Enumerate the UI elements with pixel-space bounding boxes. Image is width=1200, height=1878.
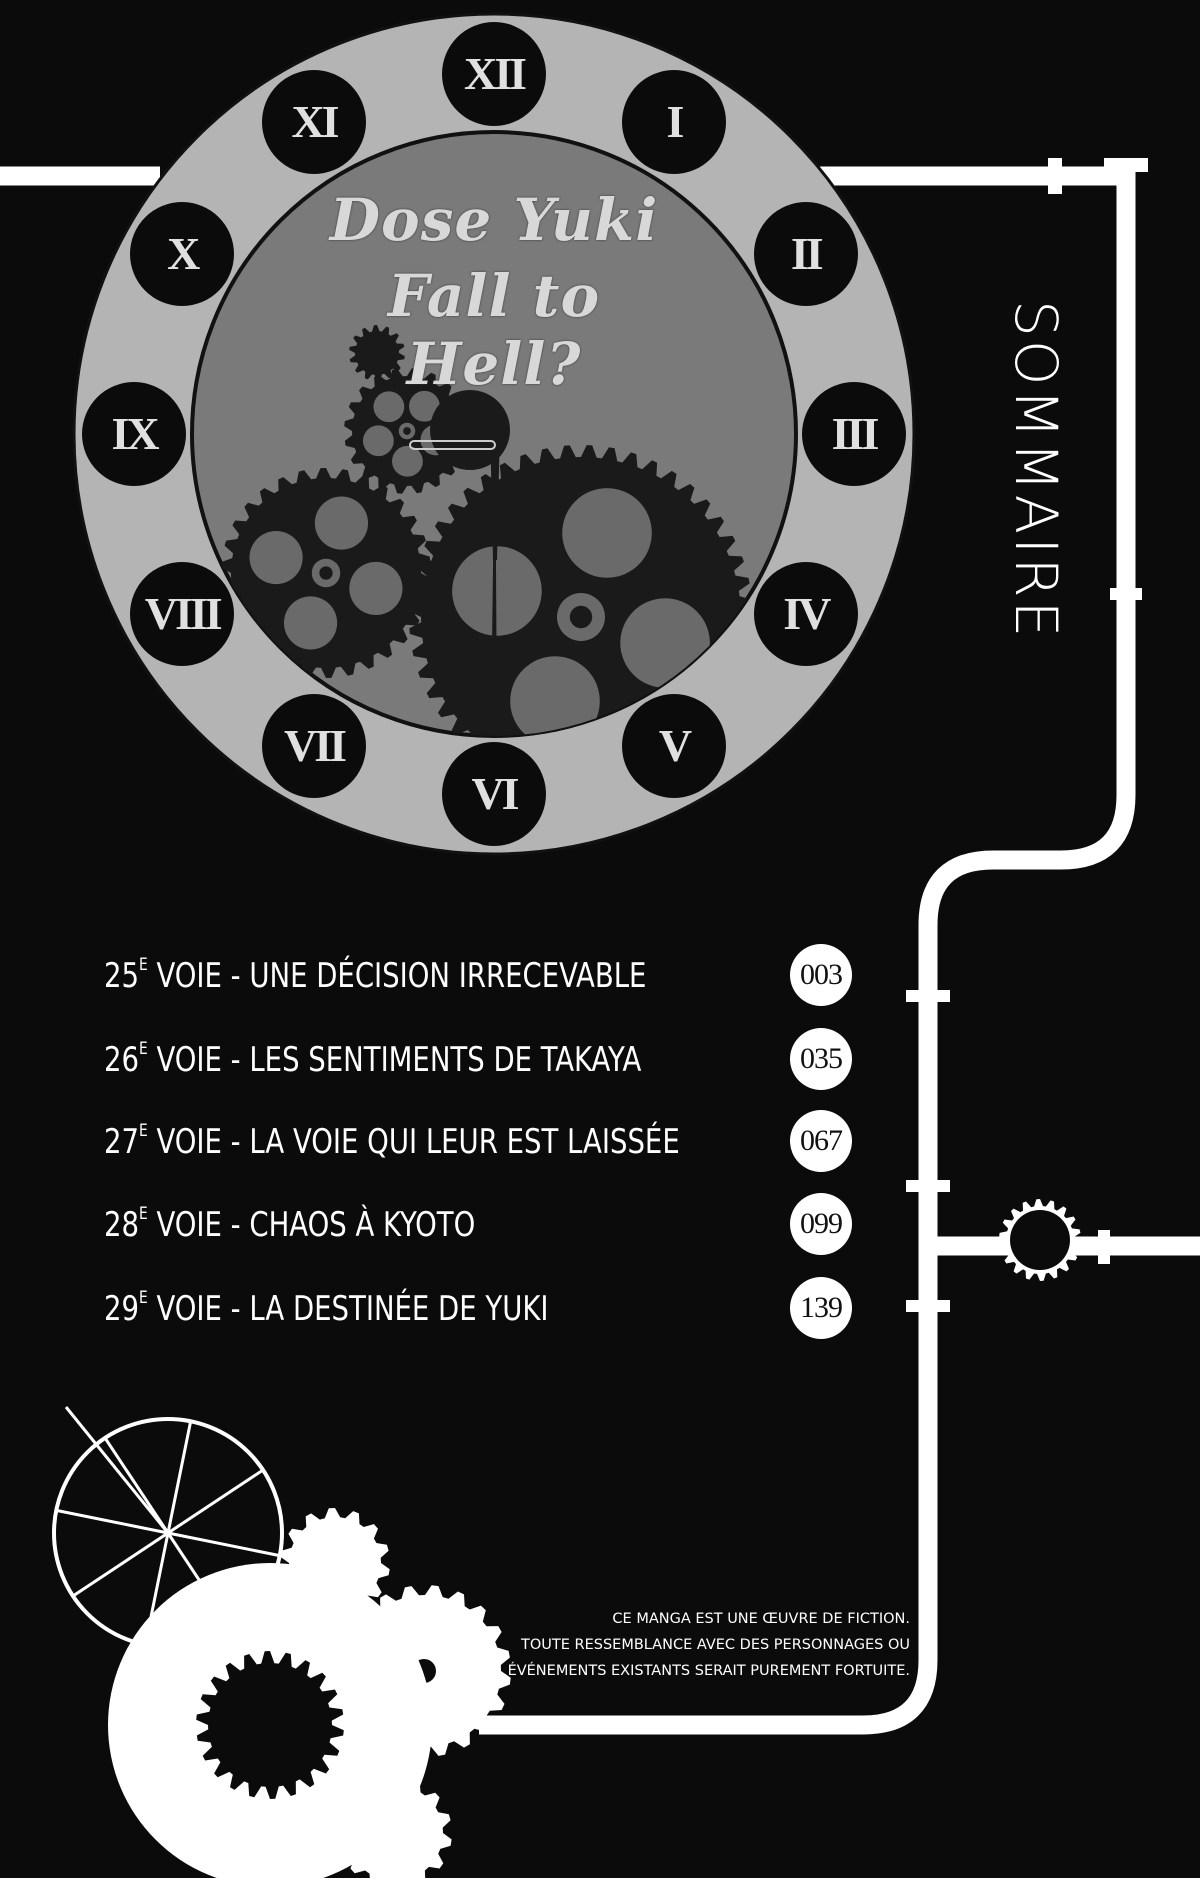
- clock-numeral: II: [753, 202, 858, 306]
- wheel-spoke: [64, 1406, 170, 1534]
- toc-page-number: 035: [790, 1028, 852, 1090]
- clock-minute-hand: [491, 410, 497, 725]
- gear-hole: [249, 530, 303, 585]
- wheel-spoke: [55, 1508, 169, 1535]
- clock-numeral: VII: [262, 693, 366, 798]
- fiction-disclaimer: CE MANGA EST UNE ŒUVRE DE FICTION. TOUTE…: [508, 1606, 910, 1684]
- gear-hole: [283, 596, 338, 650]
- gear-icon: [349, 325, 405, 381]
- toc-chapter-title: 29E VOIE - LA DESTINÉE DE YUKI: [104, 1288, 549, 1329]
- gear-axle: [569, 605, 593, 629]
- wheel-spoke: [167, 1468, 264, 1535]
- clock-numeral: VIII: [130, 562, 235, 666]
- clock-numeral: I: [622, 70, 726, 175]
- gear-hole: [392, 445, 423, 477]
- book-title-line-2: Fall to Hell?: [387, 262, 601, 398]
- clock-key: [409, 440, 496, 450]
- gear-hole: [362, 425, 394, 457]
- toc-page-number: 139: [790, 1277, 852, 1339]
- clock-numeral: XI: [262, 70, 366, 175]
- toc-row[interactable]: 29E VOIE - LA DESTINÉE DE YUKI 139: [104, 1277, 864, 1339]
- toc-row[interactable]: 26E VOIE - LES SENTIMENTS DE TAKAYA 035: [104, 1028, 864, 1090]
- book-title-line-1: Dose Yuki: [329, 186, 659, 254]
- clock-numeral: X: [130, 202, 235, 306]
- toc-chapter-title: 28E VOIE - CHAOS À KYOTO: [104, 1204, 476, 1245]
- toc-chapter-title: 26E VOIE - LES SENTIMENTS DE TAKAYA: [104, 1039, 642, 1080]
- wheel-spoke: [103, 1437, 170, 1534]
- wheel-spoke: [72, 1531, 169, 1598]
- toc-page-number: 067: [790, 1110, 852, 1172]
- toc-row[interactable]: 27E VOIE - LA VOIE QUI LEUR EST LAISSÉE …: [104, 1110, 864, 1172]
- gear-icon: [196, 1651, 344, 1799]
- clock-hand-hub: [430, 390, 510, 470]
- gear-hole: [620, 598, 710, 688]
- gear-hole: [349, 561, 403, 616]
- clock-numeral: IX: [82, 382, 186, 486]
- clock-numeral: VI: [442, 742, 546, 846]
- pipe-joints: [906, 158, 1148, 1312]
- disclaimer-line: ÉVÉNEMENTS EXISTANTS SERAIT PUREMENT FOR…: [507, 1663, 910, 1679]
- clock-numeral: III: [802, 382, 906, 486]
- gear-hole: [373, 391, 405, 423]
- toc-chapter-title: 27E VOIE - LA VOIE QUI LEUR EST LAISSÉE: [104, 1121, 680, 1162]
- clock-gears: [221, 325, 753, 736]
- gear-hole: [562, 488, 652, 578]
- page-heading: SOMMAIRE: [1002, 300, 1070, 641]
- gear-hole: [409, 390, 440, 422]
- gear-hole: [314, 496, 369, 550]
- toc-row[interactable]: 28E VOIE - CHAOS À KYOTO 099: [104, 1193, 864, 1255]
- disclaimer-line: TOUTE RESSEMBLANCE AVEC DES PERSONNAGES …: [521, 1637, 910, 1653]
- wheel-spoke: [166, 1420, 193, 1534]
- gear-axle: [319, 566, 333, 580]
- wheel-spoke: [167, 1531, 281, 1558]
- gear-hole: [452, 546, 542, 636]
- pipe-main: [479, 166, 1136, 1735]
- disclaimer-line: CE MANGA EST UNE ŒUVRE DE FICTION.: [612, 1611, 910, 1627]
- gear-axle: [403, 427, 411, 435]
- pipe-rivets: [1121, 615, 1131, 689]
- toc-page-number: 099: [790, 1193, 852, 1255]
- toc-page-number: 003: [790, 944, 852, 1006]
- pipe-gear: [999, 1199, 1081, 1281]
- gear-hole: [510, 656, 600, 736]
- clock-numeral: XII: [442, 22, 546, 126]
- bottom-gears: [52, 1406, 511, 1878]
- clock-numeral: IV: [753, 562, 858, 666]
- clock-numeral: V: [622, 693, 726, 798]
- gear-inner: [1010, 1210, 1070, 1270]
- toc-row[interactable]: 25E VOIE - UNE DÉCISION IRRECEVABLE 003: [104, 944, 864, 1006]
- toc-chapter-title: 25E VOIE - UNE DÉCISION IRRECEVABLE: [104, 955, 647, 996]
